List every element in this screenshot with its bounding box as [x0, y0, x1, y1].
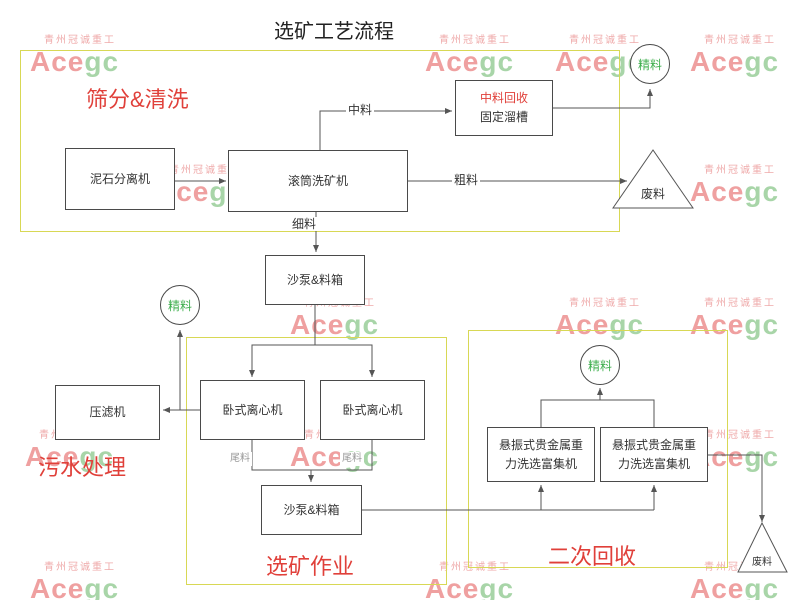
- watermark-company-text: 青州冠诚重工: [704, 165, 776, 176]
- region-secondary-recovery: [468, 330, 728, 568]
- region-screening-washing: [20, 50, 620, 232]
- node-label: 卧式离心机: [222, 402, 283, 417]
- watermark-company-text: 青州冠诚重工: [569, 298, 641, 309]
- node-concentrator-2: 悬振式贵金属重 力洗选富集机: [600, 427, 708, 482]
- edge-label-tailings-1: 尾料: [228, 452, 252, 466]
- circle-label: 精料: [637, 57, 662, 72]
- node-label-line2: 固定溜槽: [479, 110, 528, 124]
- watermark-logo: Acegc: [30, 573, 120, 600]
- node-label: 泥石分离机: [89, 171, 150, 186]
- region-label-secondary-recovery: 二次回收: [548, 544, 637, 569]
- node-label: 卧式离心机: [342, 402, 403, 417]
- region-label-sewage-treatment: 污水处理: [38, 455, 127, 480]
- waste-label-bottom: 废料: [752, 557, 772, 568]
- node-middle-recovery-chute: 中料回收 固定溜槽: [455, 80, 553, 136]
- watermark-company-text: 青州冠诚重工: [569, 35, 641, 46]
- watermark-company-text: 青州冠诚重工: [44, 35, 116, 46]
- edge-label-tailings-2: 尾料: [340, 452, 364, 466]
- watermark-company-text: 青州冠诚重工: [44, 562, 116, 573]
- region-label-beneficiation: 选矿作业: [266, 554, 355, 579]
- waste-label-right: 废料: [640, 187, 665, 201]
- region-beneficiation: [186, 337, 447, 585]
- node-label-line1: 悬振式贵金属重: [611, 437, 696, 452]
- watermark-logo: Acegc: [290, 309, 380, 340]
- node-label-line2: 力洗选富集机: [504, 456, 577, 471]
- edge-label-coarse-material: 粗料: [452, 173, 481, 187]
- node-filter-press: 压滤机: [55, 385, 160, 440]
- node-label: 压滤机: [89, 405, 126, 420]
- node-sand-pump-box-1: 沙泵&料箱: [265, 255, 365, 305]
- circle-label: 精料: [167, 298, 192, 313]
- edge-label-fine-material: 细料: [290, 217, 319, 231]
- edge-label-middle-material: 中料: [346, 103, 375, 117]
- node-centrifuge-1: 卧式离心机: [200, 380, 305, 440]
- node-mud-stone-separator: 泥石分离机: [65, 148, 175, 210]
- node-concentrator-1: 悬振式贵金属重 力洗选富集机: [487, 427, 595, 482]
- node-label: 沙泵&料箱: [286, 272, 343, 287]
- watermark-logo: Acegc: [690, 46, 780, 77]
- fine-product-circle-top: 精料: [630, 44, 670, 84]
- node-label-line2: 力洗选富集机: [617, 456, 690, 471]
- region-label-screening-washing: 筛分&清洗: [86, 87, 189, 112]
- watermark-logo: Acegc: [690, 176, 780, 207]
- watermark-logo: Acegc: [690, 573, 780, 600]
- node-label: 沙泵&料箱: [283, 502, 340, 517]
- node-drum-washer: 滚筒洗矿机: [228, 150, 408, 212]
- watermark-company-text: 青州冠诚重工: [439, 35, 511, 46]
- watermark-company-text: 青州冠诚重工: [704, 298, 776, 309]
- node-label-line1: 悬振式贵金属重: [498, 437, 583, 452]
- watermark-company-text: 青州冠诚重工: [704, 35, 776, 46]
- fine-product-circle-left: 精料: [160, 285, 200, 325]
- page-title: 选矿工艺流程: [274, 21, 394, 43]
- fine-product-circle-right: 精料: [580, 345, 620, 385]
- node-label-line1: 中料回收: [479, 91, 528, 106]
- circle-label: 精料: [587, 358, 612, 373]
- node-centrifuge-2: 卧式离心机: [320, 380, 425, 440]
- node-label: 滚筒洗矿机: [287, 173, 348, 188]
- node-sand-pump-box-2: 沙泵&料箱: [261, 485, 362, 535]
